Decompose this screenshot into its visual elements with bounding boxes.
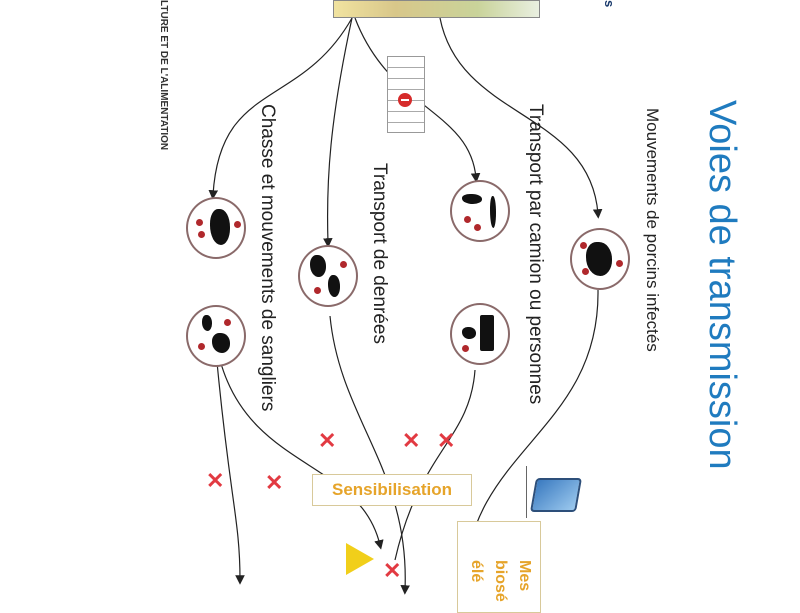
page-title: Voies de transmission: [701, 100, 743, 470]
barrier-icon: [387, 56, 425, 133]
map-thumbnail: [333, 0, 540, 18]
route-label-denrees: Transport de denrées: [369, 163, 390, 344]
truck-icon: [450, 303, 510, 365]
mesures-line-3: élé: [468, 560, 485, 583]
hunter-icon: [186, 305, 246, 367]
leaflet-icon: [530, 478, 582, 512]
ministry-header: LTURE ET DE L'ALIMENTATION: [158, 0, 169, 151]
route-label-porcins: Mouvements de porcins infectés: [643, 108, 662, 352]
wild-boar-icon: [186, 197, 246, 259]
person-boots-icon: [450, 180, 510, 242]
block-cross: ✕: [206, 468, 225, 493]
route-label-camion: Transport par camion ou personnes: [525, 104, 546, 405]
mesures-line-1: Mes: [516, 560, 533, 592]
food-ham-icon: [298, 245, 358, 307]
route-label-chasse: Chasse et mouvements de sangliers: [257, 104, 278, 412]
pig-icon: [570, 228, 630, 290]
header-fragment: s: [602, 0, 617, 8]
divider: [526, 466, 527, 518]
block-cross: ✕: [437, 428, 456, 453]
biohazard-icon: [346, 543, 374, 575]
block-cross: ✕: [265, 470, 284, 495]
mesures-line-2: biosé: [492, 560, 509, 602]
stop-sign-icon: [398, 93, 412, 107]
mesures-biosecurite-box: Mes biosé élé: [457, 521, 541, 613]
block-cross: ✕: [383, 558, 402, 583]
block-cross: ✕: [318, 428, 337, 453]
block-cross: ✕: [402, 428, 421, 453]
sensibilisation-box: Sensibilisation: [312, 474, 472, 506]
